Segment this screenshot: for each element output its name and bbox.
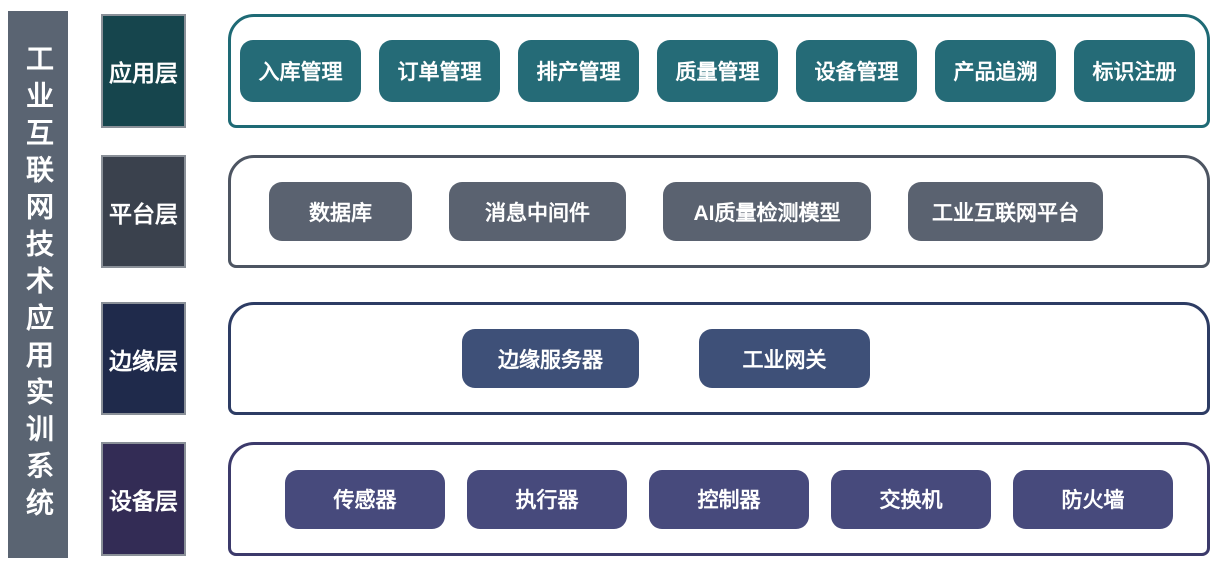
layer-container-platform: 数据库消息中间件 AI质量检测模型工业互联网平台 [228, 155, 1210, 268]
layer-label-platform: 平台层 [101, 155, 186, 268]
platform-item-button[interactable]: AI质量检测模型 [663, 182, 871, 241]
platform-item-button[interactable]: 消息中间件 [449, 182, 626, 241]
device-item-button[interactable]: 交换机 [831, 469, 991, 529]
platform-item-button[interactable]: 数据库 [269, 182, 412, 241]
layer-container-device: 传感器执行器控制器交换机防火墙 [228, 442, 1210, 556]
device-item-button[interactable]: 防火墙 [1013, 469, 1173, 529]
application-item-button[interactable]: 产品追溯 [935, 40, 1056, 102]
application-item-button[interactable]: 入库管理 [240, 40, 361, 102]
system-title: 工业互联网技术应用实训系统 [23, 44, 54, 525]
layer-label-edge: 边缘层 [101, 302, 186, 415]
device-item-button[interactable]: 传感器 [285, 469, 445, 529]
application-item-button[interactable]: 标识注册 [1074, 40, 1195, 102]
application-item-button[interactable]: 质量管理 [657, 40, 778, 102]
edge-item-button[interactable]: 工业网关 [699, 329, 870, 388]
layer-container-edge: 边缘服务器 工业网关 [228, 302, 1210, 415]
application-item-button[interactable]: 排产管理 [518, 40, 639, 102]
system-title-bar: 工业互联网技术应用实训系统 [8, 11, 68, 558]
device-item-button[interactable]: 执行器 [467, 469, 627, 529]
edge-item-button[interactable]: 边缘服务器 [462, 329, 639, 388]
application-item-button[interactable]: 设备管理 [796, 40, 917, 102]
device-item-button[interactable]: 控制器 [649, 469, 809, 529]
layer-label-device: 设备层 [101, 442, 186, 556]
layer-label-application: 应用层 [101, 14, 186, 128]
platform-item-button[interactable]: 工业互联网平台 [908, 182, 1103, 241]
application-item-button[interactable]: 订单管理 [379, 40, 500, 102]
layer-container-application: 入库管理订单管理排产管理质量管理设备管理产品追溯标识注册 [228, 14, 1210, 128]
